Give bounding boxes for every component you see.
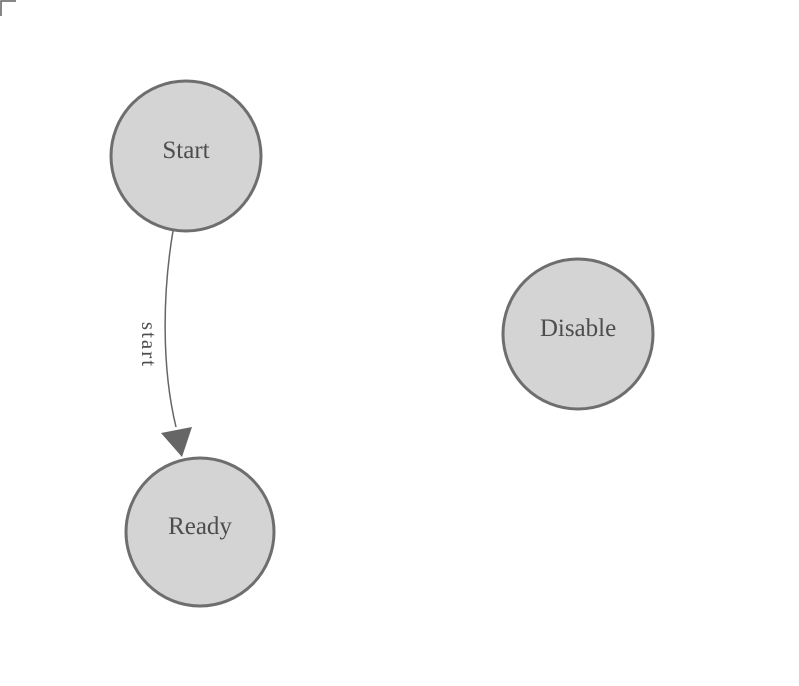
edge-label: start (137, 322, 161, 368)
node-disable-label: Disable (540, 315, 616, 342)
node-start[interactable]: Start (109, 79, 263, 233)
node-ready[interactable]: Ready (124, 456, 276, 608)
arrowhead-icon (161, 427, 192, 457)
node-ready-label: Ready (168, 513, 232, 540)
node-start-label: Start (162, 137, 209, 164)
node-start-circle[interactable] (109, 79, 263, 233)
corner-bracket-mark (0, 0, 16, 16)
node-ready-circle[interactable] (124, 456, 276, 608)
node-disable-circle[interactable] (501, 257, 655, 411)
node-disable[interactable]: Disable (501, 257, 655, 411)
edge-path[interactable] (164, 230, 177, 428)
edge-start-to-ready[interactable]: start (137, 230, 192, 457)
